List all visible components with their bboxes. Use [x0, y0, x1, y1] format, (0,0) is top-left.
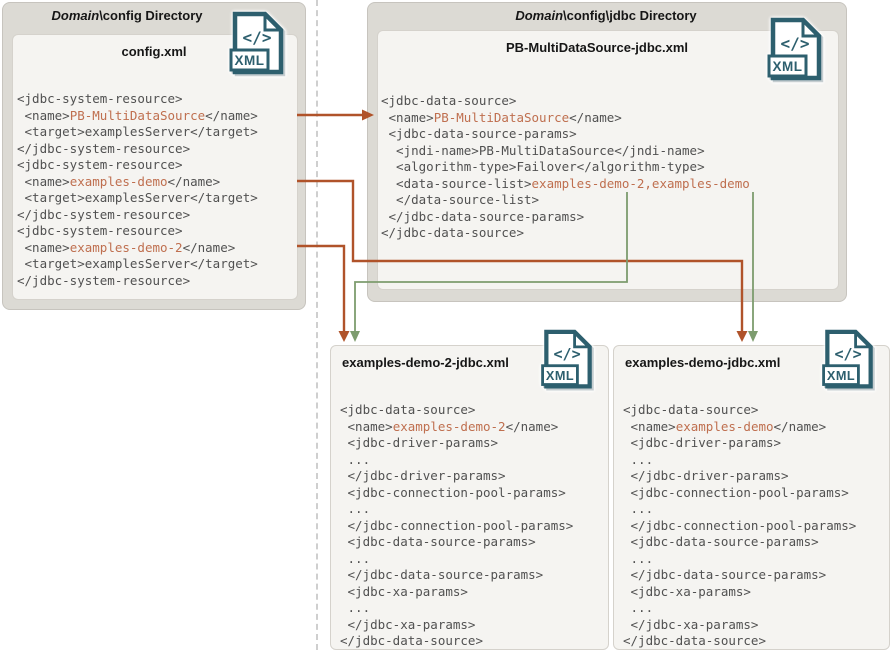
xml-icon-label: XML — [546, 369, 574, 383]
arrow-pbmultidatasource-to-jdbc-file — [297, 109, 374, 121]
config-directory-title: Domain\config Directory — [2, 8, 252, 23]
xml-icon-label: XML — [827, 369, 855, 383]
config-directory-title-domain: Domain — [51, 8, 100, 23]
jdbc-directory-title-domain: Domain — [515, 8, 564, 23]
jdbc-directory-title-rest: \config\jdbc Directory — [563, 8, 697, 23]
multidatasource-file-title: PB-MultiDataSource-jdbc.xml — [505, 40, 689, 55]
dashed-divider — [316, 0, 318, 650]
examples-demo-2-code: <jdbc-data-source> <name>examples-demo-2… — [340, 402, 574, 648]
xml-file-icon: </> XML — [229, 11, 284, 75]
xml-file-icon: </> XML — [822, 329, 873, 389]
multidatasource-code: <jdbc-data-source> <name>PB-MultiDataSou… — [381, 93, 750, 240]
xml-icon-code-glyph: </> — [781, 34, 810, 53]
examples-demo-2-file-title: examples-demo-2-jdbc.xml — [342, 355, 509, 370]
config-xml-file-box — [12, 34, 298, 300]
xml-file-icon: </> XML — [541, 329, 592, 389]
xml-file-icon: </> XML — [767, 17, 822, 81]
xml-icon-label: XML — [773, 59, 803, 74]
xml-icon-code-glyph: </> — [834, 345, 861, 363]
xml-icon-label: XML — [235, 53, 265, 68]
xml-icon-code-glyph: </> — [553, 345, 580, 363]
examples-demo-code: <jdbc-data-source> <name>examples-demo</… — [623, 402, 857, 648]
config-xml-code: <jdbc-system-resource> <name>PB-MultiDat… — [17, 91, 258, 288]
xml-icon-code-glyph: </> — [243, 28, 272, 47]
jdbc-directory-title: Domain\config\jdbc Directory — [367, 8, 845, 23]
config-directory-title-rest: \config Directory — [99, 8, 203, 23]
examples-demo-file-title: examples-demo-jdbc.xml — [625, 355, 781, 370]
config-xml-file-title: config.xml — [121, 44, 187, 59]
examples-demo-2-file-box — [330, 345, 609, 650]
